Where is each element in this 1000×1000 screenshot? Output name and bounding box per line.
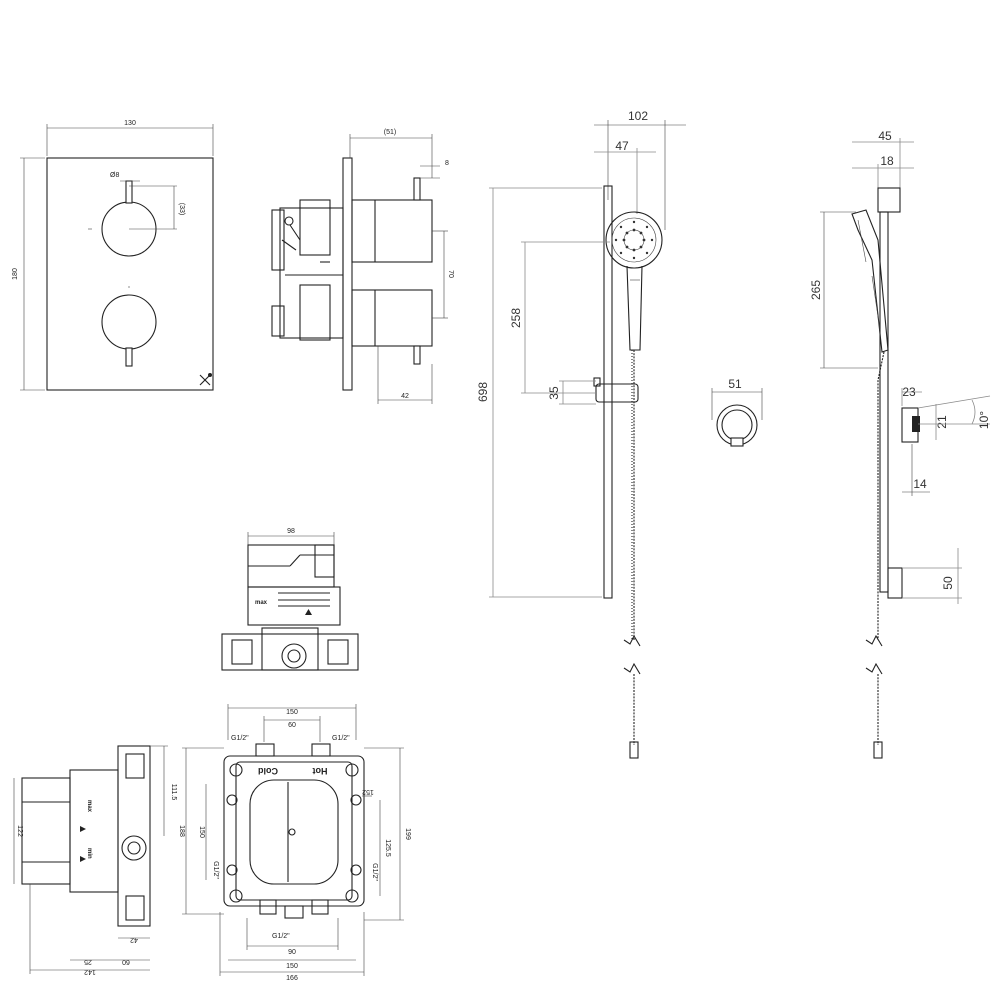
faceplate-width-label: 130: [124, 120, 136, 127]
side-depth-label: (51): [384, 129, 396, 136]
head-width-label: 102: [628, 109, 648, 123]
elbow-width-label: 51: [728, 377, 742, 391]
head-drop-label: 258: [509, 308, 523, 328]
inlet-right-label: G1/2": [332, 735, 350, 742]
side-spacing-label: 70: [447, 270, 454, 278]
slider-label: 35: [547, 386, 561, 400]
side-depth-25-label: 25: [84, 958, 92, 965]
bottom-total-label: 166: [286, 975, 298, 982]
side-projection-label: 42: [401, 393, 409, 400]
shower-rail-side-view: 45 18 265 23 21 10° 1: [809, 129, 991, 759]
side-depth-42-label: 42: [130, 936, 138, 943]
bottom-outlet-label: G1/2": [272, 933, 290, 940]
side-pin-label: 8: [445, 160, 449, 167]
hot-label: Hot: [313, 766, 328, 776]
front-inner-height-label: 150: [198, 826, 205, 838]
side-depth-60-label: 60: [122, 958, 130, 965]
shower-rail-front-view: 102 47: [476, 109, 686, 759]
inlet-left-label: G1/2": [231, 735, 249, 742]
bottom-bracket-label: 50: [941, 576, 955, 590]
right-upper-label: 152: [362, 788, 374, 795]
faceplate-front-view: 130 180 Ø8 (33): [12, 120, 214, 391]
brand-logo-icon: [199, 373, 212, 386]
right-inlet-label: G1/2": [371, 863, 378, 881]
rail-offset-label: 47: [615, 139, 629, 153]
shower-head-icon: [605, 211, 663, 269]
side-depth-142-label: 142: [84, 968, 96, 975]
handset-length-label: 265: [809, 280, 823, 300]
right-mid-label: 125.5: [384, 839, 391, 857]
outlet-elbow-view: 51: [711, 377, 763, 447]
faceplate-height-label: 180: [12, 268, 19, 280]
inlet-spacing-label: 60: [288, 722, 296, 729]
body-top-width-label: 98: [287, 528, 295, 535]
max-label: max: [255, 600, 268, 606]
bottom-width-label: 150: [286, 963, 298, 970]
bracket-height-label: 21: [935, 415, 949, 429]
side-max-label: max: [86, 800, 92, 813]
bracket-depth-label: 23: [902, 385, 916, 399]
rail-side-depth-label: 45: [878, 129, 892, 143]
flow-knob: [101, 294, 157, 350]
front-width-label: 150: [286, 709, 298, 716]
body-front-view: 150 60 G1/2" G1/2" Cold Hot: [178, 704, 411, 982]
body-side-view: max min 111.5 122 42 60 25 142: [13, 745, 177, 975]
handle-diameter-label: Ø8: [110, 172, 119, 179]
cold-label: Cold: [258, 766, 278, 776]
faceplate-outline: [46, 157, 214, 391]
side-height-label: 111.5: [170, 784, 177, 801]
rail-side-standoff-label: 18: [880, 154, 894, 168]
right-full-label: 199: [404, 828, 411, 840]
bracket-base-label: 14: [913, 477, 927, 491]
left-inlet-label: G1/2": [212, 861, 219, 879]
body-top-view: 98 max: [221, 528, 359, 671]
front-height-label: 188: [178, 825, 185, 837]
bracket-angle-label: 10°: [977, 411, 991, 429]
valve-side-view: (51) 8 70 42: [271, 129, 454, 404]
bottom-spacing-label: 90: [288, 949, 296, 956]
rail-length-label: 698: [476, 382, 490, 402]
handle-offset-label: (33): [178, 203, 185, 215]
side-depth-front-label: 122: [16, 825, 23, 837]
side-min-label: min: [86, 848, 92, 859]
side-faceplate: [342, 157, 353, 391]
